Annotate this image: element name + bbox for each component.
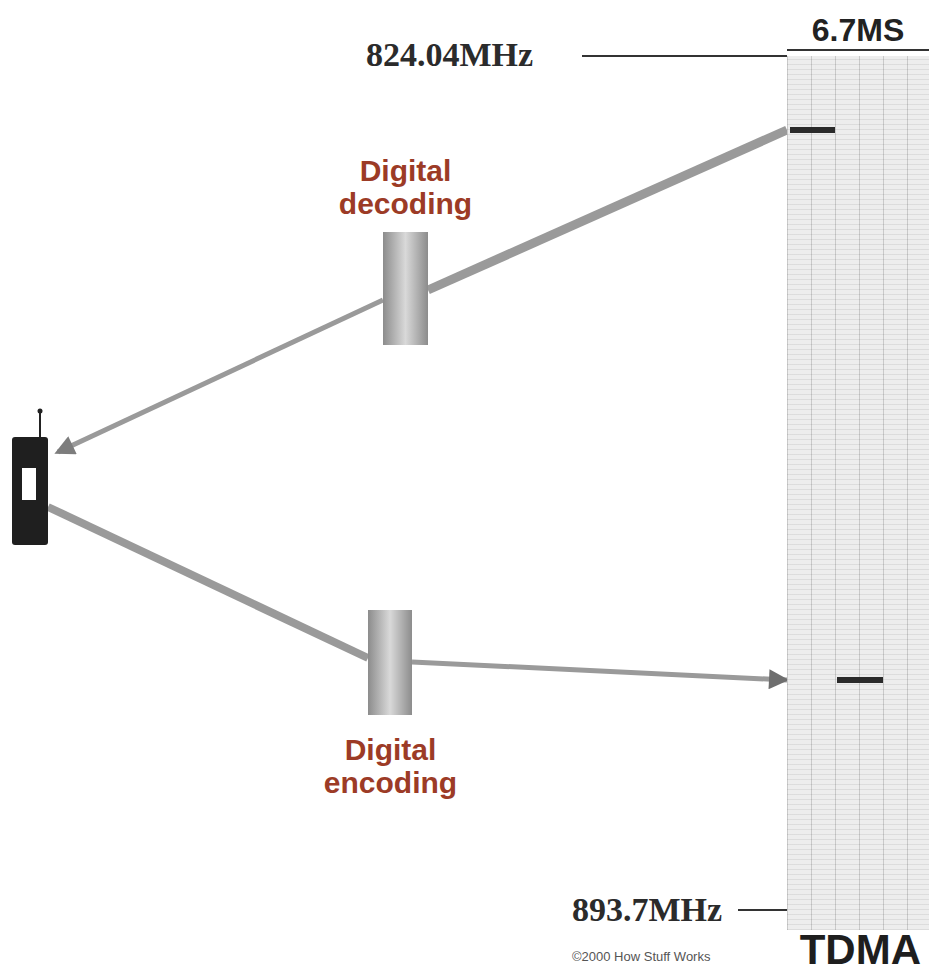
- frequency-band: 6.7MS: [787, 56, 929, 930]
- signal-arrow: [58, 300, 383, 452]
- process-label: Digital decoding: [323, 154, 488, 220]
- frequency-label: 824.04MHz: [366, 38, 533, 72]
- phone-screen: [22, 468, 36, 500]
- frequency-label: 893.7MHz: [572, 893, 722, 927]
- phone-antenna-tip: [38, 409, 43, 414]
- active-slot: [837, 677, 883, 683]
- signal-connector: [412, 662, 787, 680]
- time-scale-line: [787, 49, 929, 51]
- time-slot-markers: [787, 56, 929, 930]
- frequency-leader: [738, 909, 787, 911]
- cell-phone: [12, 409, 48, 546]
- signal-connector: [428, 130, 787, 290]
- signal-arrow: [48, 507, 368, 658]
- time-slot-label: 6.7MS: [787, 14, 929, 46]
- copyright-note: ©2000 How Stuff Works: [572, 950, 710, 963]
- process-label: Digital encoding: [308, 733, 473, 799]
- decoder-box: Digital decoding: [383, 232, 428, 345]
- active-slot: [790, 127, 835, 133]
- phone-antenna: [39, 412, 41, 438]
- phone-body: [12, 437, 48, 545]
- encoder-box: Digital encoding: [368, 610, 412, 715]
- diagram-title: TDMA: [800, 929, 921, 971]
- frequency-leader: [582, 55, 787, 57]
